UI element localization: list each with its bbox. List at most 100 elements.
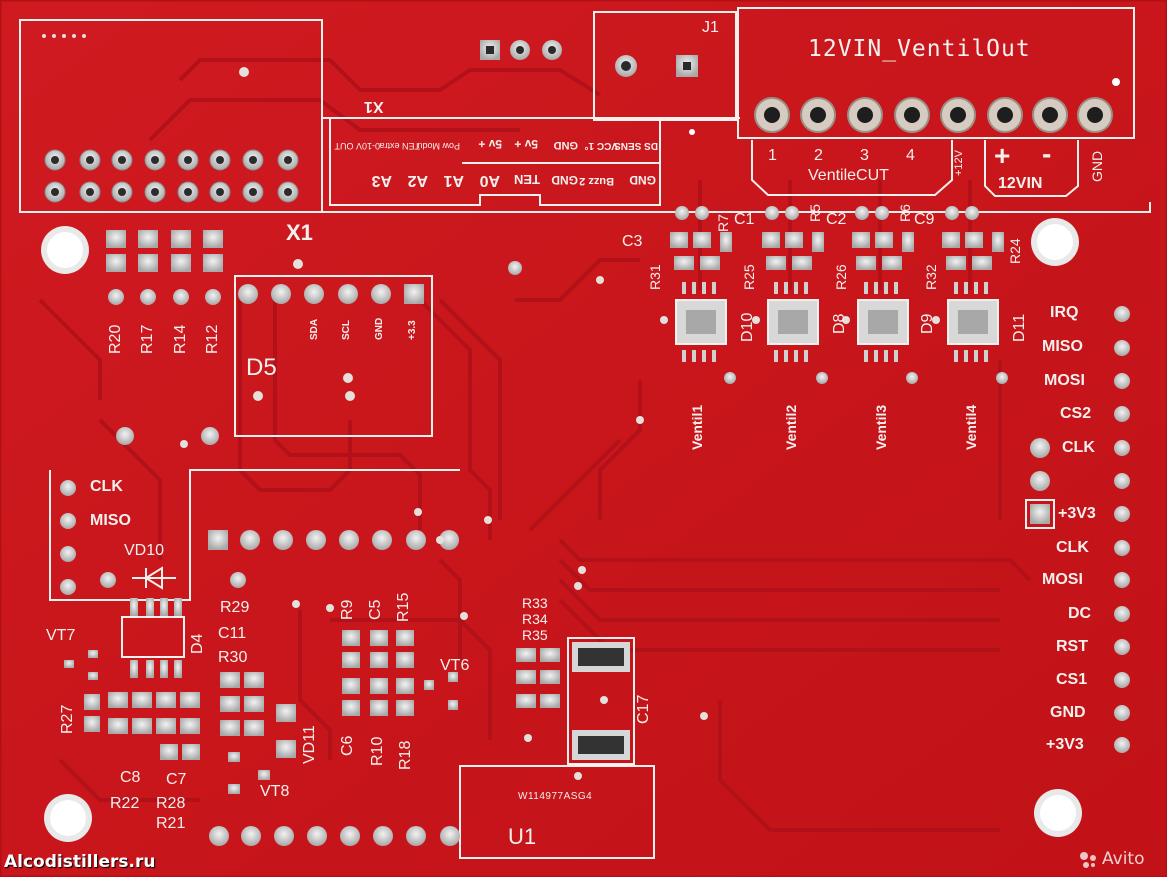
comp-label: R30 — [218, 649, 248, 666]
comp-label: R24 — [1007, 238, 1023, 264]
right-column-pads — [1030, 306, 1130, 753]
ventil-number: 4 — [906, 147, 915, 164]
vt8-label: VT8 — [260, 783, 290, 800]
right-pin-label: GND — [1050, 704, 1086, 721]
x1-pin-desc: VCC 1° — [584, 140, 618, 151]
avito-text: Avito — [1102, 849, 1145, 869]
x1-pin-desc-row: 0-10V OUT TEN extra Pow Modu 5v + 5v + G… — [332, 122, 662, 160]
diode-label: D8 — [831, 313, 848, 334]
comp-label: R21 — [156, 815, 186, 832]
left-pin-label: MISO — [90, 512, 131, 529]
res-left-label: R17 — [139, 324, 156, 354]
comp-label: R31 — [647, 264, 663, 290]
x1-pin-desc: GND — [553, 139, 578, 151]
right-pin-label: MOSI — [1042, 571, 1083, 588]
ventil-label: Ventil2 — [783, 404, 799, 450]
x1-pin-desc: TEN extra — [379, 141, 420, 151]
right-pin-label: +3V3 — [1058, 505, 1096, 522]
right-pin-label: CS2 — [1060, 405, 1092, 422]
diode-label: D9 — [919, 313, 936, 334]
x1-top-label: X1 — [364, 98, 384, 115]
top-3pin-header — [480, 40, 562, 60]
comp-label: R22 — [110, 795, 140, 812]
d5-pin-label: SCL — [341, 320, 352, 340]
d5-pads — [238, 284, 424, 304]
comp-label: C1 — [734, 211, 755, 228]
res-left-thru — [108, 289, 221, 305]
ventil-number: 2 — [814, 147, 823, 164]
right-pin-label: +3V3 — [1046, 736, 1084, 753]
comp-label: C8 — [120, 769, 141, 786]
comp-label: C9 — [914, 211, 935, 228]
right-pin-label: MISO — [1042, 338, 1083, 355]
comp-label: C17 — [635, 694, 652, 724]
ventil-label: Ventil1 — [689, 404, 705, 450]
comp-label: R7 — [715, 214, 731, 232]
comp-label: R32 — [923, 264, 939, 290]
silkscreen-outlines — [19, 7, 1151, 859]
res-left-label: R20 — [107, 324, 124, 354]
left-header-pads — [44, 149, 299, 203]
x1-pin-label: A2 — [407, 172, 428, 189]
comp-label: R28 — [156, 795, 186, 812]
vt6-label: VT6 — [440, 657, 470, 674]
right-pin-label: RST — [1056, 638, 1088, 655]
right-pin-label: DC — [1068, 605, 1092, 622]
x1-pin-desc: 0-10V OUT — [334, 141, 380, 151]
res-left-label: R14 — [172, 324, 189, 354]
plus12v-label: +12V — [953, 150, 965, 176]
avito-watermark: Avito — [1078, 846, 1164, 872]
board-title: 12VIN_VentilOut — [808, 36, 1031, 62]
smd-lower-left — [64, 598, 296, 794]
gnd-terminal-label: GND — [1089, 150, 1105, 182]
smd-middle — [342, 630, 560, 716]
vt7-label: VT7 — [46, 627, 76, 644]
comp-label: R9 — [339, 599, 356, 620]
comp-label: R33 — [522, 595, 548, 611]
comp-label: C11 — [218, 625, 247, 642]
comp-label: C7 — [166, 771, 187, 788]
j1-pads — [615, 55, 698, 77]
x1-pin-label: GND — [551, 173, 578, 187]
bottom-row-pads — [209, 826, 460, 846]
comp-label: R34 — [522, 611, 548, 627]
u1-label: U1 — [508, 824, 537, 849]
right-pin-label: CLK — [1062, 439, 1095, 456]
comp-label: R27 — [59, 704, 76, 734]
right-pin-label: MOSI — [1044, 372, 1085, 389]
ventil-label: Ventil4 — [963, 404, 979, 450]
x1-pin-desc: Pow Modu — [417, 141, 460, 151]
ventil-number: 1 — [768, 147, 777, 164]
d5-pin-label: +3.3 — [407, 320, 418, 340]
comp-label: R29 — [220, 599, 250, 616]
comp-label: C5 — [367, 599, 384, 620]
x1-pin-label: Buzz 2 — [579, 175, 614, 187]
v12in-label: 12VIN — [998, 175, 1043, 192]
right-pin-label: IRQ — [1050, 304, 1079, 321]
comp-label: R5 — [807, 204, 823, 222]
ventil-label: Ventil3 — [873, 404, 889, 450]
comp-label: R26 — [833, 264, 849, 290]
d5-pin-label: SDA — [309, 318, 320, 340]
comp-label: R35 — [522, 627, 548, 643]
ventilecut-label: VentileCUT — [808, 167, 889, 184]
vd11-label: VD11 — [301, 725, 318, 764]
x1-pin-label: GND — [629, 173, 656, 187]
left-pin-label: CLK — [90, 478, 123, 495]
comp-label: C3 — [622, 233, 643, 250]
chip-marking: W114977ASG4 — [518, 791, 593, 802]
capacitor-c17 — [567, 637, 635, 765]
vd10-label: VD10 — [124, 542, 165, 559]
avito-logo-icon — [1078, 850, 1098, 870]
terminal-block-pads — [754, 97, 1113, 133]
d5-pin-label: GND — [374, 317, 385, 340]
ventil-number: 3 — [860, 147, 869, 164]
comp-label: R10 — [369, 736, 386, 766]
diode-label: D10 — [739, 312, 756, 342]
j1-label: J1 — [702, 19, 719, 36]
comp-label: R15 — [395, 592, 412, 622]
mounting-holes — [41, 218, 1082, 842]
x1-pin-desc: DS SENS — [614, 140, 658, 151]
x1-pin-label: TEN — [514, 172, 540, 187]
